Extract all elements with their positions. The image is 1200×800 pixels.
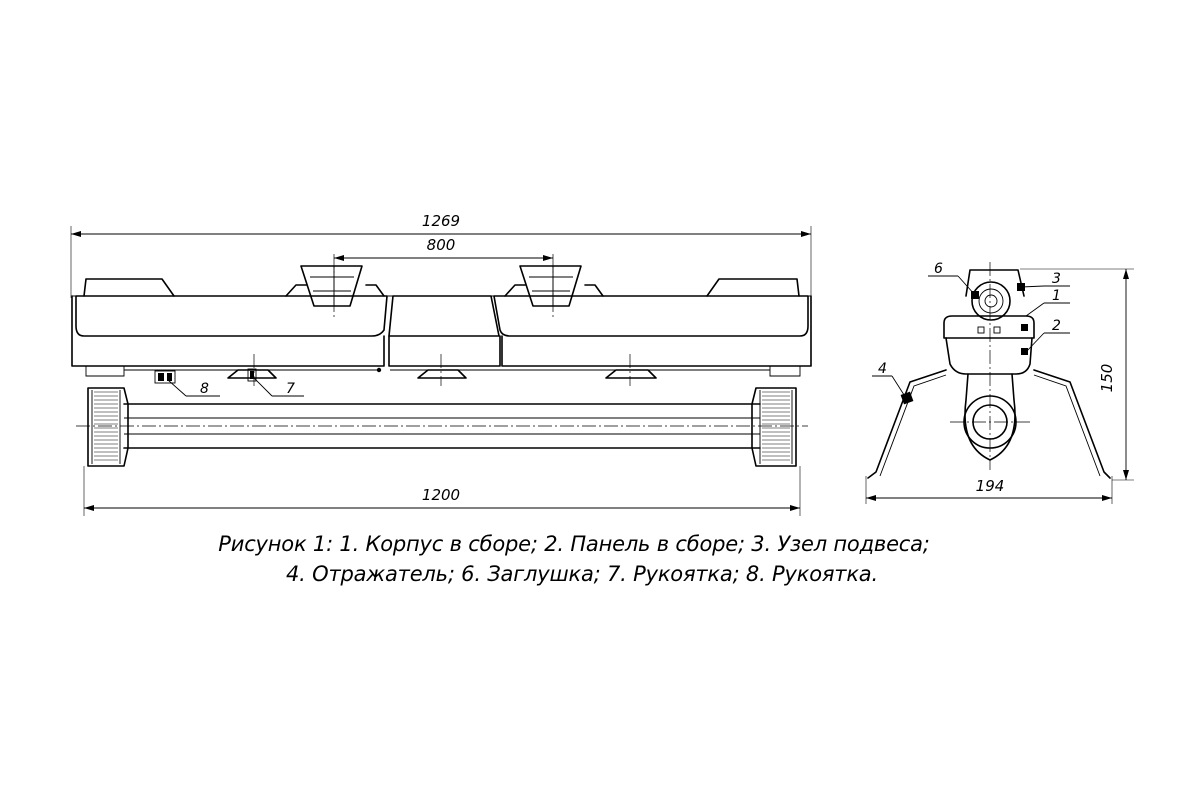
handle-8 [154, 370, 176, 384]
dim-label-194: 194 [976, 477, 1005, 495]
leader-label-7: 7 [286, 381, 295, 397]
leader-7: 7 [253, 377, 304, 397]
caption-line-1: Рисунок 1: 1. Корпус в сборе; 2. Панель … [218, 532, 930, 556]
leader-label-1: 1 [1052, 288, 1061, 304]
dim-label-800: 800 [427, 236, 456, 254]
leader-8: 8 [167, 379, 220, 397]
leader-3: 3 [1020, 271, 1070, 288]
side-view: 194 150 6 3 1 2 [865, 261, 1134, 504]
hanger-right [504, 254, 604, 318]
leader-label-8: 8 [200, 381, 209, 397]
dimension-side-height: 150 [1020, 268, 1134, 481]
housing-body [71, 278, 812, 377]
front-view: 1269 800 [70, 212, 812, 516]
dimension-side-width: 194 [865, 476, 1113, 504]
leader-2: 2 [1025, 318, 1070, 353]
dim-label-1200: 1200 [422, 486, 460, 504]
leader-label-4: 4 [878, 361, 887, 377]
dimension-mount-spacing: 800 [334, 236, 553, 261]
handle-7 [247, 368, 257, 382]
dimension-overall-length: 1269 [70, 212, 812, 298]
caption-line-2: 4. Отражатель; 6. Заглушка; 7. Рукоятка;… [286, 562, 878, 586]
dim-label-150: 150 [1098, 364, 1116, 393]
hanger-left [285, 254, 385, 318]
leader-label-3: 3 [1052, 271, 1061, 287]
lamp-tube [76, 387, 808, 467]
leader-4: 4 [872, 361, 907, 399]
leader-6: 6 [928, 261, 976, 296]
dimension-lamp-length: 1200 [83, 466, 801, 516]
leader-label-2: 2 [1052, 318, 1061, 334]
dim-label-1269: 1269 [422, 212, 460, 230]
leader-1: 1 [1025, 288, 1070, 317]
leader-label-6: 6 [934, 261, 943, 277]
